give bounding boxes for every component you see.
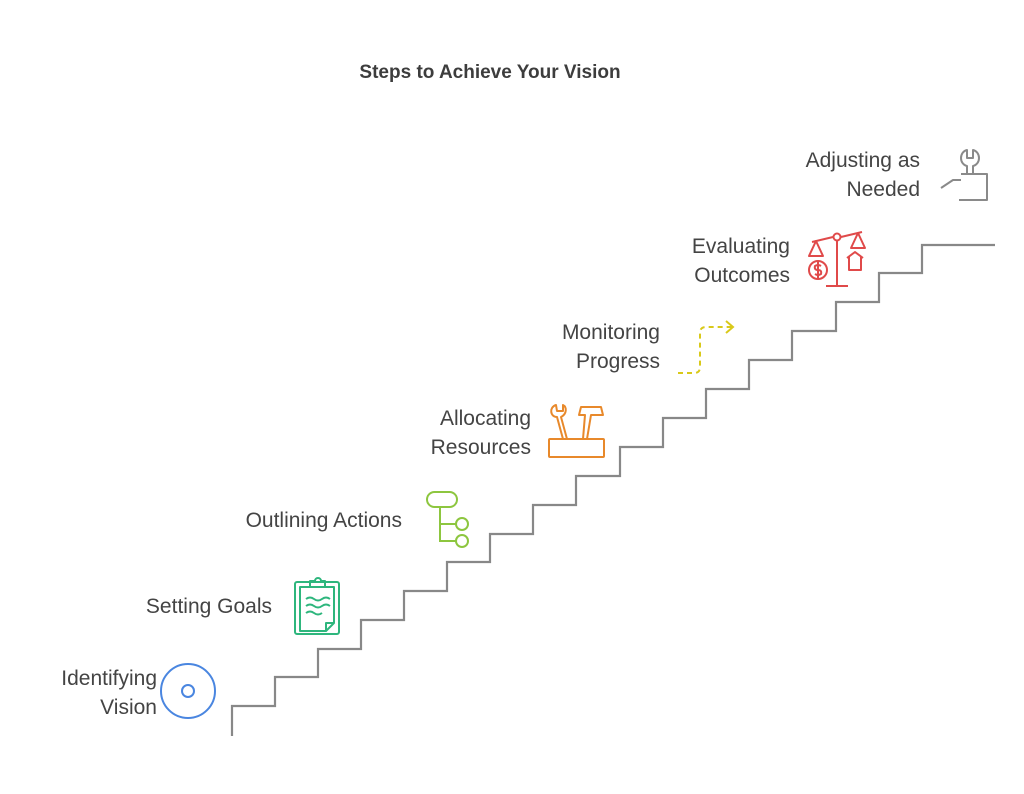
diagram-title: Steps to Achieve Your Vision [359, 62, 621, 83]
toolbox-icon [548, 404, 605, 458]
step-label-outlining-actions: Outlining Actions [245, 509, 402, 532]
step-label-setting-goals: Setting Goals [145, 595, 272, 618]
dashed-arrow-icon [678, 320, 735, 374]
staircase-line [230, 243, 995, 736]
wrench-hand-icon [940, 149, 988, 201]
balance-scale-icon [808, 231, 866, 287]
flowchart-icon [426, 491, 469, 548]
target-icon [160, 663, 216, 719]
clipboard-icon [294, 577, 340, 635]
